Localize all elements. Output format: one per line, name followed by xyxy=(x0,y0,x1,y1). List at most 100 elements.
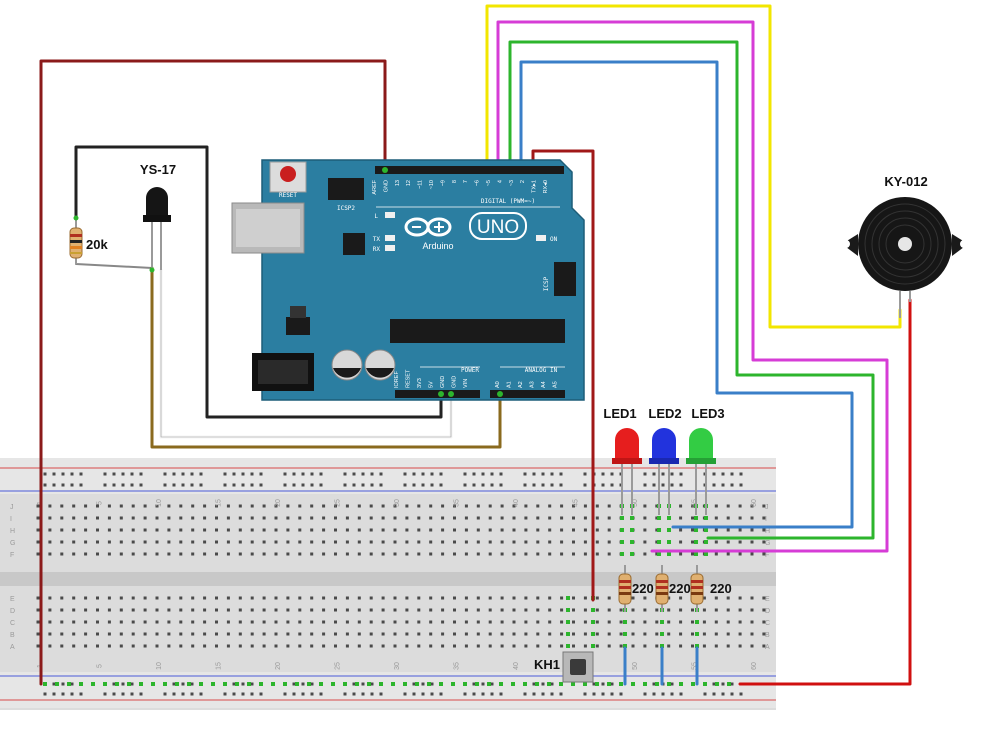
breadboard-hole xyxy=(250,516,254,520)
breadboard-hole xyxy=(167,644,171,648)
breadboard-hole xyxy=(762,632,766,636)
row-letter: E xyxy=(765,596,770,603)
breadboard-hole xyxy=(262,528,266,532)
connected-hole xyxy=(559,682,563,686)
breadboard-hole xyxy=(714,540,718,544)
breadboard-hole xyxy=(274,552,278,556)
breadboard-hole xyxy=(369,528,373,532)
rail-hole xyxy=(199,472,203,476)
breadboard-hole xyxy=(691,620,694,624)
breadboard-hole xyxy=(36,540,40,544)
breadboard-hole xyxy=(750,620,754,624)
rail-hole xyxy=(172,692,176,696)
breadboard-hole xyxy=(96,632,99,636)
pin-marker-5v xyxy=(448,391,454,397)
rail-hole xyxy=(70,472,74,476)
rail-hole xyxy=(250,692,254,696)
resistor-220-2: 220 xyxy=(655,565,691,612)
breadboard-hole xyxy=(72,632,76,636)
breadboard-hole xyxy=(441,528,445,532)
reset-button-cap[interactable] xyxy=(280,166,296,182)
rail-hole xyxy=(721,483,725,487)
breadboard-hole xyxy=(607,608,611,612)
breadboard-hole xyxy=(524,644,528,648)
breadboard-hole xyxy=(405,596,409,600)
breadboard-hole xyxy=(381,632,385,636)
breadboard-hole xyxy=(453,644,456,648)
breadboard-hole xyxy=(488,552,492,556)
breadboard-hole xyxy=(548,608,552,612)
rail-hole xyxy=(712,472,716,476)
breadboard-hole xyxy=(655,528,659,532)
breadboard-hole xyxy=(238,528,242,532)
rail-hole xyxy=(112,472,116,476)
rail-hole xyxy=(643,472,647,476)
push-button-cap xyxy=(570,659,586,675)
row-letter: G xyxy=(10,540,15,547)
digital-pin-label: AREF xyxy=(372,179,378,194)
connected-hole xyxy=(630,516,634,520)
rail-hole xyxy=(310,692,314,696)
breadboard-hole xyxy=(274,596,278,600)
connected-hole xyxy=(163,682,167,686)
breadboard-hole xyxy=(714,504,718,508)
wire-green-pin5 xyxy=(508,40,875,540)
capacitor-2-band xyxy=(366,368,394,378)
breadboard-hole xyxy=(381,620,385,624)
sensor-body xyxy=(146,187,168,222)
breadboard-hole xyxy=(262,504,266,508)
breadboard-hole xyxy=(488,540,492,544)
rail-hole xyxy=(343,472,347,476)
breadboard-hole xyxy=(286,540,290,544)
breadboard-hole xyxy=(72,644,76,648)
breadboard-hole xyxy=(369,632,373,636)
breadboard-hole xyxy=(702,608,706,612)
breadboard-hole xyxy=(286,608,290,612)
breadboard-hole xyxy=(381,644,385,648)
rail-hole xyxy=(343,692,347,696)
breadboard-hole xyxy=(762,644,766,648)
breadboard-hole xyxy=(726,528,730,532)
breadboard-hole xyxy=(179,552,183,556)
breadboard-hole xyxy=(369,596,373,600)
breadboard-hole xyxy=(96,596,99,600)
breadboard-hole xyxy=(488,504,492,508)
breadboard-hole xyxy=(238,504,242,508)
row-letter: J xyxy=(10,504,14,511)
breadboard-hole xyxy=(286,504,290,508)
breadboard-hole xyxy=(107,504,111,508)
wire-white-outline xyxy=(160,269,452,438)
breadboard-hole xyxy=(238,516,242,520)
rail-hole xyxy=(241,483,245,487)
breadboard-hole xyxy=(143,540,147,544)
column-number-bottom: 55 xyxy=(692,662,699,670)
rail-hole xyxy=(490,692,494,696)
breadboard-hole xyxy=(191,620,195,624)
connected-hole xyxy=(667,682,671,686)
breadboard-hole xyxy=(179,608,183,612)
breadboard-hole xyxy=(572,644,575,648)
rx-led xyxy=(385,245,395,251)
breadboard-hole xyxy=(488,516,492,520)
breadboard-hole xyxy=(167,596,171,600)
rail-hole xyxy=(379,472,383,476)
breadboard-hole xyxy=(429,644,433,648)
breadboard-hole xyxy=(512,644,516,648)
breadboard-hole xyxy=(72,608,76,612)
connected-hole xyxy=(667,540,671,544)
rail-hole xyxy=(559,692,563,696)
connected-hole xyxy=(623,620,627,624)
breadboard-hole xyxy=(572,596,575,600)
breadboard-hole xyxy=(119,540,123,544)
breadboard-hole xyxy=(48,596,52,600)
rail-hole xyxy=(499,472,503,476)
rail-hole xyxy=(319,472,323,476)
usb-connector-inner xyxy=(236,209,300,247)
breadboard-hole xyxy=(119,596,123,600)
breadboard-hole xyxy=(691,540,694,544)
breadboard-hole xyxy=(334,644,337,648)
breadboard-hole xyxy=(72,596,76,600)
breadboard-hole xyxy=(607,632,611,636)
breadboard-hole xyxy=(643,504,647,508)
